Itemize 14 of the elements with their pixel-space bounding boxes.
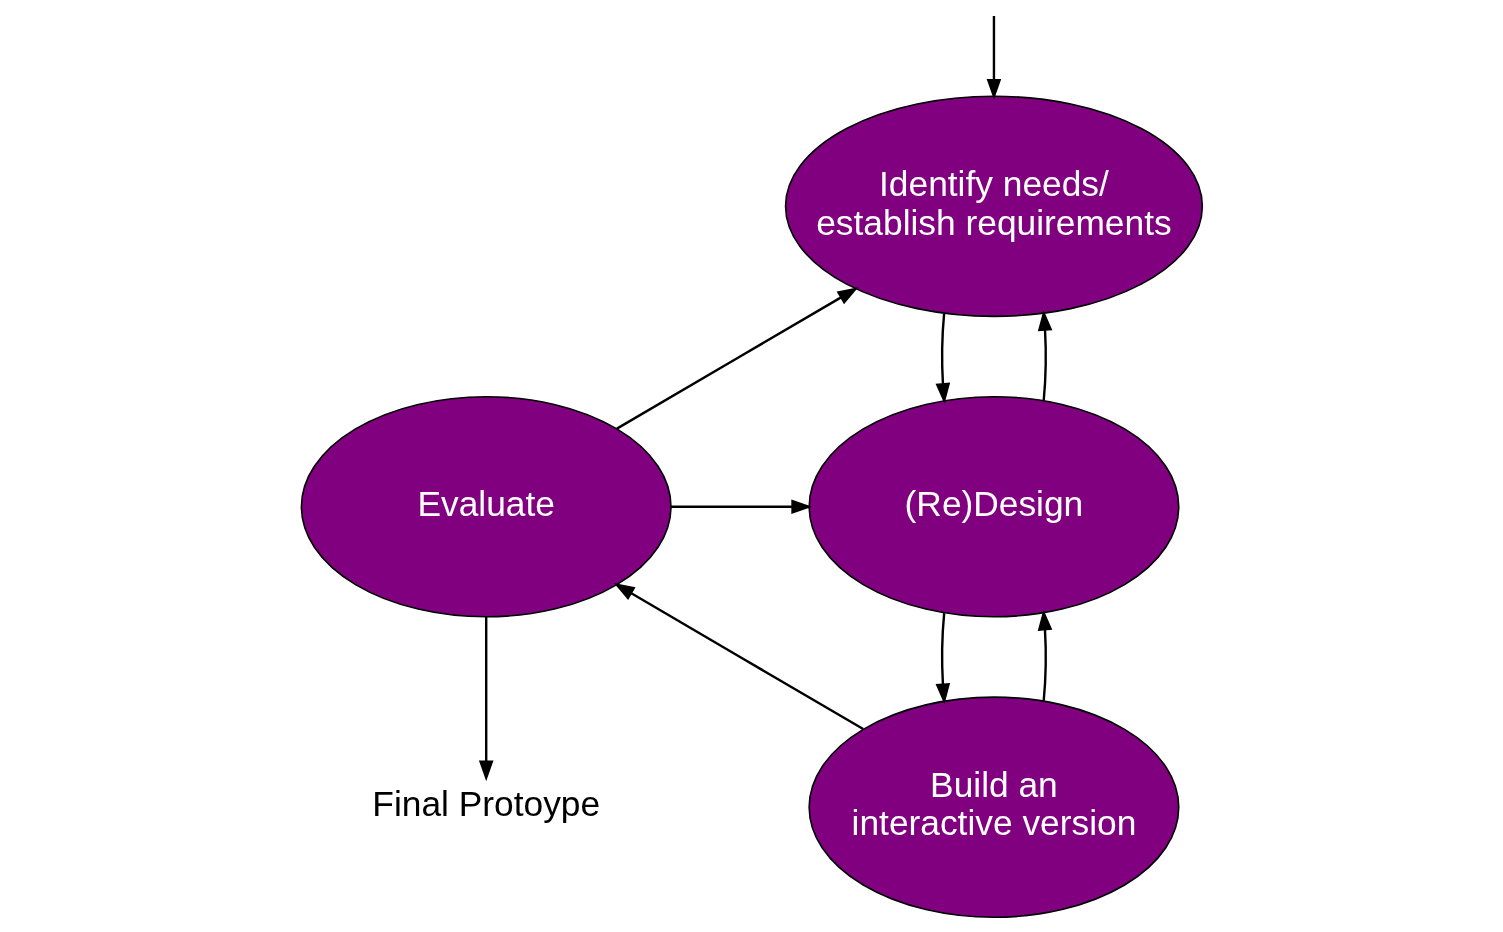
- node-ellipse: Evaluate: [300, 395, 672, 618]
- arrow: [478, 616, 494, 782]
- node-ellipse: Identify needs/ establish requirements: [784, 95, 1203, 318]
- arrow: [1037, 309, 1052, 401]
- node-text: Final Protoype: [371, 784, 600, 824]
- arrow: [670, 499, 812, 515]
- arrow: [935, 613, 950, 705]
- node-ellipse: Build an interactive version: [807, 696, 1180, 919]
- node-ellipse: (Re)Design: [807, 395, 1180, 618]
- arrow: [613, 583, 864, 731]
- arrow: [935, 313, 950, 404]
- arrow: [615, 287, 858, 430]
- arrow: [1037, 609, 1052, 701]
- arrow: [986, 16, 1001, 100]
